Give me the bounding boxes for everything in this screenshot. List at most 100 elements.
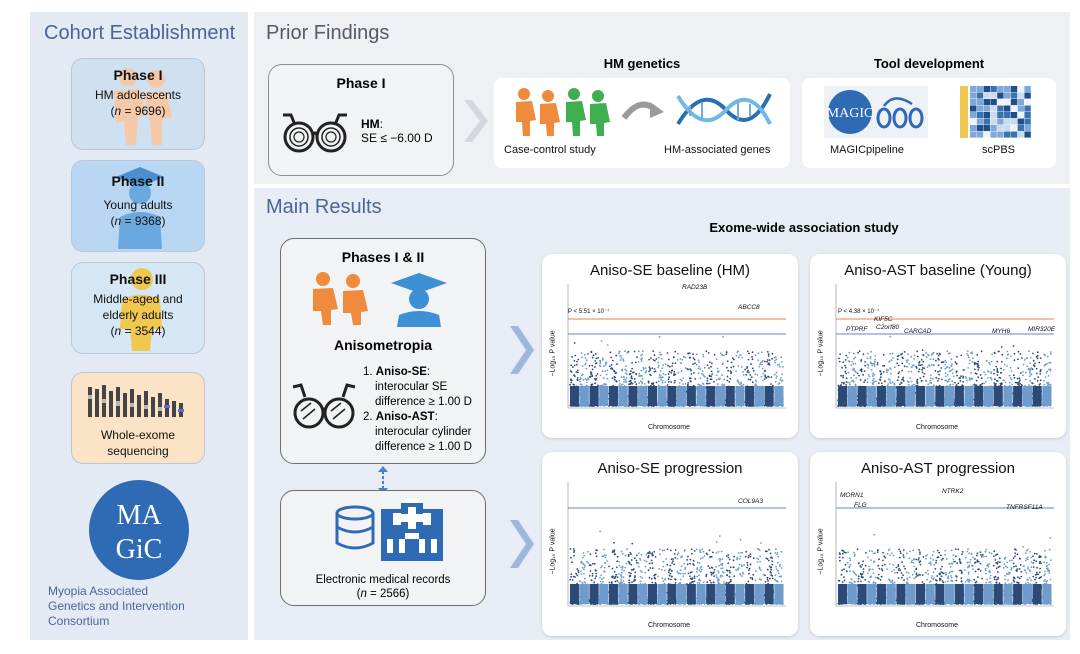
manhattan-point [613,541,615,544]
heatmap-cell [970,99,977,106]
heatmap-cell [1017,118,1024,125]
manhattan-point [738,354,741,356]
manhattan-point [571,579,574,581]
manhattan-point [765,557,768,560]
manhattan-point [726,379,729,382]
manhattan-point [638,552,640,555]
heatmap-cell [997,112,1004,119]
manhattan-point [703,555,706,557]
manhattan-point [850,364,853,366]
manhattan-point [692,353,694,355]
manhattan-point [844,359,847,361]
manhattan-point [741,366,743,368]
emr-n: (n = 2566) [356,588,410,600]
manhattan-point [622,580,625,582]
manhattan-point [873,365,876,367]
main-results-panel: Main Results Exome-wide association stud… [254,188,1070,640]
manhattan-band [589,386,599,406]
manhattan-point [689,575,691,578]
manhattan-point [696,561,699,564]
manhattan-point [667,373,670,375]
manhattan-point [990,360,993,363]
manhattan-point [1014,381,1017,384]
manhattan-point [763,378,766,380]
manhattan-point [647,556,649,559]
manhattan-point [773,578,776,581]
manhattan-point [623,569,625,572]
manhattan-point [1039,370,1042,373]
manhattan-point [604,556,607,559]
manhattan-point [671,362,674,365]
manhattan-band [754,584,764,604]
manhattan-point [605,361,607,364]
manhattan-point [613,553,616,556]
manhattan-point [923,367,926,370]
plot-1-gene-1: RAD23B [682,284,708,291]
manhattan-point [723,378,726,381]
manhattan-point [918,368,921,371]
manhattan-point [647,554,650,557]
manhattan-point [867,364,870,367]
manhattan-point [595,572,597,575]
manhattan-point [618,564,621,567]
manhattan-point [654,582,657,584]
manhattan-point [751,358,754,361]
manhattan-point [635,383,638,386]
manhattan-point [627,350,630,353]
manhattan-point [956,374,958,377]
manhattan-point [633,378,636,380]
manhattan-point [1018,377,1021,380]
manhattan-point [590,383,593,386]
manhattan-point [628,575,631,577]
manhattan-point [706,553,709,556]
manhattan-point [921,371,924,374]
manhattan-point [946,350,949,353]
heatmap-cell [1017,86,1024,93]
heatmap-cell [1004,105,1011,112]
manhattan-point [844,563,847,566]
aniso-definitions: 1. Aniso-SE: interocular SE difference ≥… [363,365,472,455]
manhattan-point [738,563,741,566]
manhattan-point [973,368,976,371]
manhattan-point [717,570,719,572]
manhattan-point [937,364,940,366]
manhattan-point [859,369,862,371]
manhattan-point [872,375,874,378]
manhattan-point [923,372,926,375]
manhattan-point [716,577,719,579]
manhattan-point [611,567,614,570]
manhattan-point [658,568,660,570]
manhattan-band [725,584,735,604]
manhattan-point [648,562,651,565]
prior-hm-label: HM [361,117,380,131]
manhattan-point [975,379,978,382]
manhattan-point [990,372,993,375]
manhattan-point [715,566,718,568]
manhattan-point [747,378,750,381]
manhattan-point [915,367,918,369]
plot-3-title: Aniso-SE progression [597,460,743,477]
manhattan-point [748,567,751,570]
manhattan-point [640,358,642,361]
manhattan-point [577,571,580,574]
manhattan-point [716,383,719,386]
manhattan-point [910,370,913,373]
manhattan-band [677,584,687,604]
manhattan-point [696,582,699,584]
manhattan-point [699,368,702,370]
manhattan-point [980,377,983,380]
manhattan-point [761,360,764,363]
manhattan-point [760,351,763,354]
manhattan-point [749,378,752,381]
manhattan-point [767,353,770,356]
aniso-glasses-icon [292,383,356,429]
manhattan-point [576,574,579,577]
manhattan-point [601,384,604,387]
heatmap-cell [983,105,990,112]
manhattan-point [950,369,952,372]
manhattan-point [687,382,690,384]
manhattan-point [767,375,769,378]
manhattan-point [750,376,753,379]
manhattan-point [754,354,757,357]
manhattan-point [582,378,585,381]
